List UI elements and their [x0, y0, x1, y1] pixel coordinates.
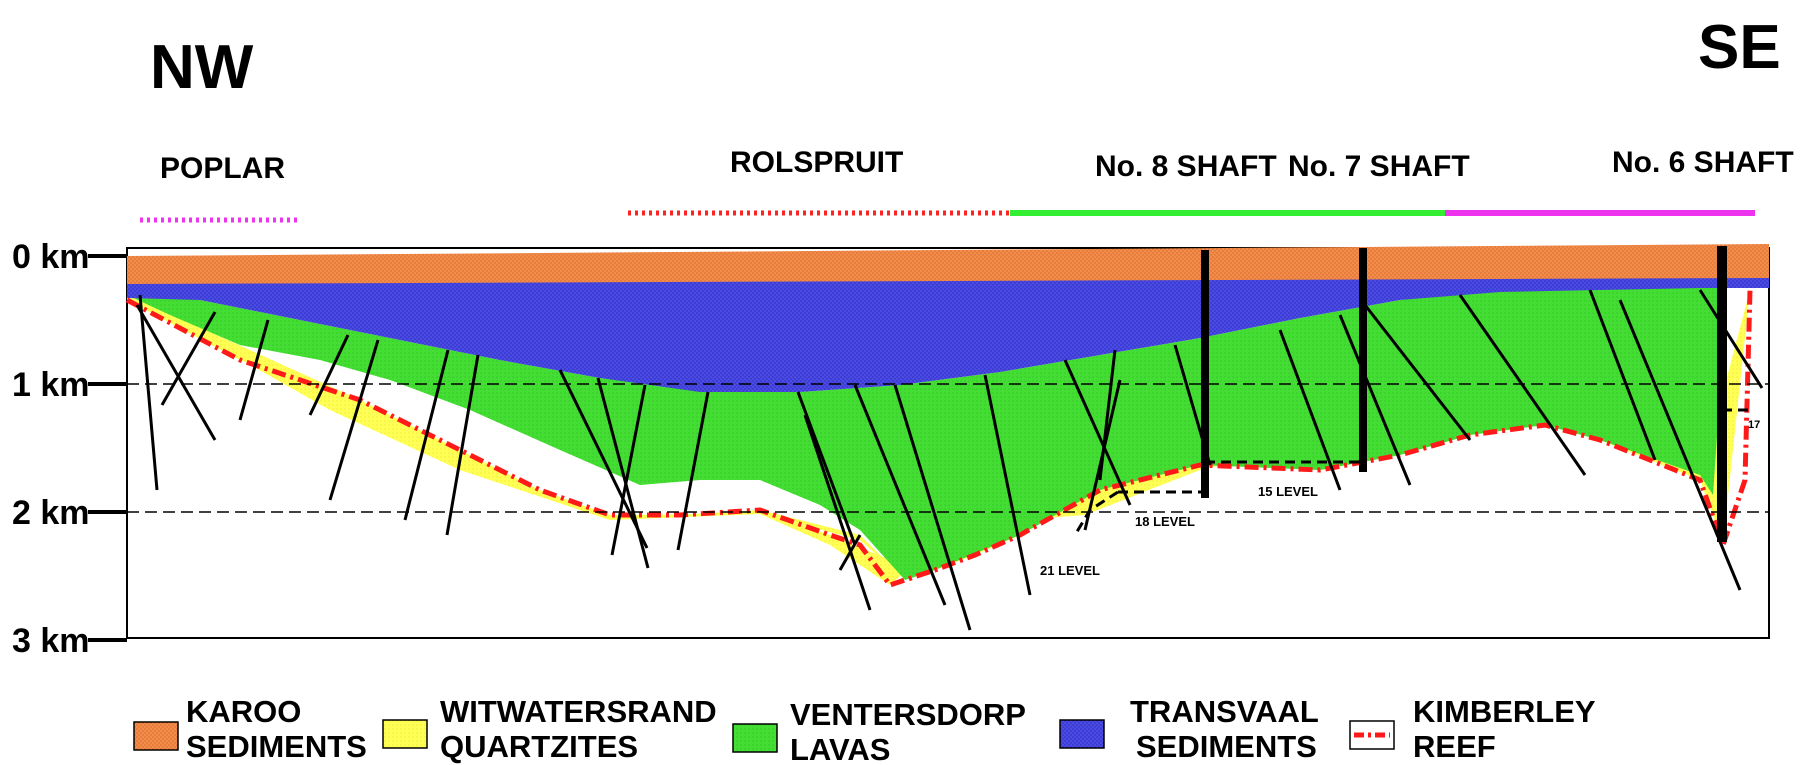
legend-transvaal-line1: TRANSVAAL	[1130, 694, 1319, 729]
level-17-label: 17	[1748, 419, 1760, 431]
legend-kimberley-line2: REEF	[1413, 729, 1496, 764]
karoo-sediments-layer	[127, 244, 1769, 284]
legend-witwatersrand-line1: WITWATERSRAND	[440, 694, 717, 729]
depth-label-1km: 1 km	[12, 366, 90, 404]
underground-levels	[1073, 408, 1750, 536]
shaft-8-label: No. 8 SHAFT	[1095, 150, 1277, 183]
locality-rolspruit-label: ROLSPRUIT	[730, 146, 903, 179]
transvaal-sediments-layer	[127, 276, 1769, 392]
legend-swatch-transvaal	[1059, 719, 1105, 749]
legend-swatch-ventersdorp	[732, 723, 778, 753]
depth-label-3km: 3 km	[12, 622, 90, 660]
legend-witwatersrand-line2: QUARTZITES	[440, 729, 638, 764]
legend-swatch-karoo	[133, 721, 179, 751]
direction-nw-label: NW	[150, 33, 254, 102]
level-18-label: 18 LEVEL	[1135, 514, 1195, 529]
legend-item-witwatersrand: WITWATERSRAND QUARTZITES	[382, 694, 717, 764]
legend-item-kimberley: KIMBERLEY REEF	[1349, 694, 1596, 764]
legend-ventersdorp-line1: VENTERSDORP	[790, 697, 1026, 732]
legend-ventersdorp-line2: LAVAS	[790, 732, 890, 765]
depth-label-2km: 2 km	[12, 494, 90, 532]
shaft-6-label: No. 6 SHAFT	[1612, 146, 1794, 179]
legend-karoo-line1: KAROO	[186, 694, 301, 729]
level-15-label: 15 LEVEL	[1258, 484, 1318, 499]
direction-se-label: SE	[1698, 13, 1781, 82]
legend-item-ventersdorp: VENTERSDORP LAVAS	[732, 697, 1026, 765]
legend-swatch-witwatersrand	[382, 719, 428, 749]
legend: KAROO SEDIMENTS WITWATERSRAND QUARTZITES…	[133, 694, 1596, 765]
legend-karoo-line2: SEDIMENTS	[186, 729, 367, 764]
legend-transvaal-line2: SEDIMENTS	[1136, 729, 1317, 764]
depth-label-0km: 0 km	[12, 238, 90, 276]
shaft-7-label: No. 7 SHAFT	[1288, 150, 1470, 183]
depth-axis	[88, 254, 127, 642]
ventersdorp-lavas-layer	[127, 285, 1727, 580]
legend-kimberley-line1: KIMBERLEY	[1413, 694, 1596, 729]
locality-poplar-label: POPLAR	[160, 152, 285, 185]
kimberley-reef-line	[125, 289, 1753, 588]
level-21-label: 21 LEVEL	[1040, 563, 1100, 578]
legend-item-transvaal: TRANSVAAL SEDIMENTS	[1059, 694, 1319, 764]
legend-item-karoo: KAROO SEDIMENTS	[133, 694, 367, 764]
